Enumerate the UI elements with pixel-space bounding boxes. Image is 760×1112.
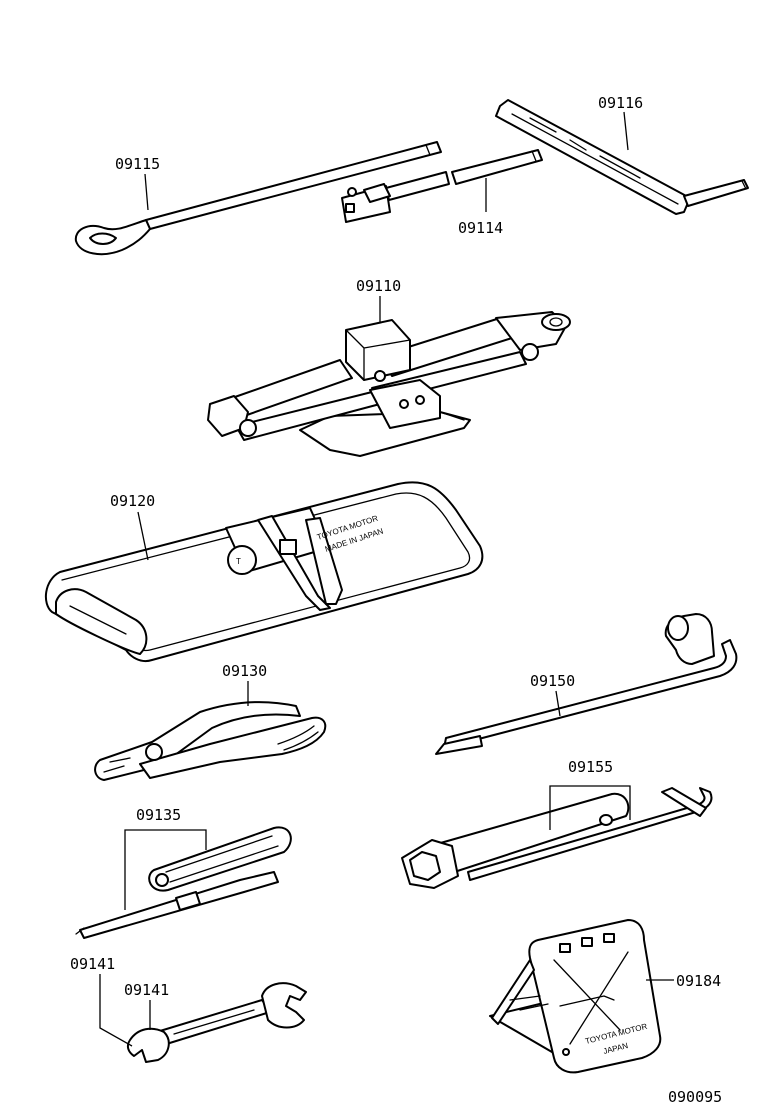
- extension-bar-09114[interactable]: [341, 149, 543, 223]
- wrench-handle-09116[interactable]: [495, 99, 749, 215]
- leader-line-09120: [137, 511, 149, 561]
- leader-line-09116: [623, 111, 629, 151]
- part-number-09120: 09120: [110, 492, 155, 510]
- leader-line-09150: [555, 690, 561, 717]
- lug-wrench-09150[interactable]: [435, 613, 738, 755]
- part-number-09141-a: 09141: [70, 955, 115, 973]
- diagram-code: 090095: [668, 1088, 722, 1106]
- hook-wrench-09115[interactable]: [74, 141, 442, 256]
- screwdriver-09135[interactable]: [75, 826, 292, 939]
- leader-line-09155: [549, 785, 631, 830]
- wheel-chock-09184[interactable]: TOYOTA MOTOR JAPAN: [489, 919, 662, 1074]
- part-number-09155: 09155: [568, 758, 613, 776]
- part-number-09130: 09130: [222, 662, 267, 680]
- part-number-09184: 09184: [676, 972, 721, 990]
- leader-line-09141-a: [99, 974, 133, 1047]
- tool-bag-09120[interactable]: T TOYOTA MOTOR MADE IN JAPAN: [44, 481, 484, 662]
- part-number-09115: 09115: [115, 155, 160, 173]
- open-end-wrench-09141[interactable]: [126, 982, 307, 1063]
- part-number-09114: 09114: [458, 219, 503, 237]
- part-number-09135: 09135: [136, 806, 181, 824]
- bag-emblem: T: [236, 557, 241, 566]
- part-number-09110: 09110: [356, 277, 401, 295]
- part-number-09116: 09116: [598, 94, 643, 112]
- part-number-09150: 09150: [530, 672, 575, 690]
- leader-line-09135: [124, 829, 207, 910]
- leader-line-09115: [144, 173, 149, 211]
- pliers-09130[interactable]: [94, 701, 327, 781]
- socket-wrench-09155[interactable]: [401, 787, 713, 889]
- part-number-09141-b: 09141: [124, 981, 169, 999]
- scissor-jack-09110[interactable]: [207, 311, 571, 457]
